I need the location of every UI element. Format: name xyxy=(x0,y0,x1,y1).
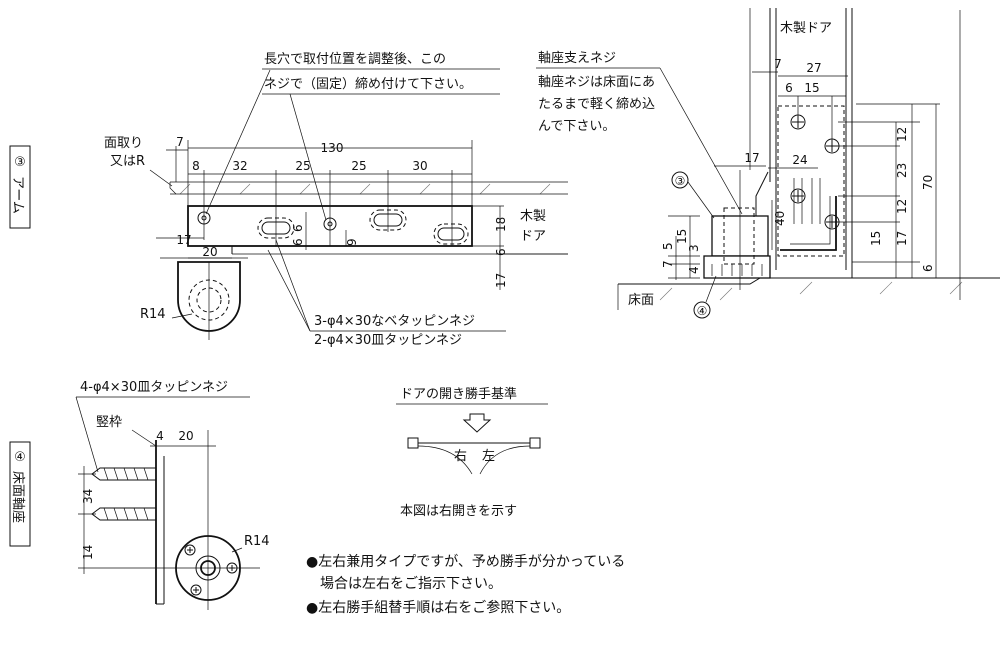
note-3: ●左右勝手組替手順は右をご参照下さい。 xyxy=(306,599,570,616)
note-2: 場合は左右をご指示下さい。 xyxy=(306,576,502,592)
dim-arm-6r: 6 xyxy=(494,248,508,256)
dim-side-24: 24 xyxy=(792,153,807,167)
dim-pivot-20: 20 xyxy=(178,429,193,443)
arm-screw-2: 2-φ4×30皿タッピンネジ xyxy=(314,333,462,348)
dim-side-v15: 15 xyxy=(869,231,883,246)
slot xyxy=(437,227,465,241)
dim-arm-32: 32 xyxy=(232,159,247,173)
arm-view: 130 7 8 32 25 25 30 17 20 6 6 9 18 6 17 … xyxy=(104,52,568,348)
floor-label: 床面 xyxy=(628,293,654,308)
dim-side-v23: 23 xyxy=(895,163,909,178)
dim-arm-9: 9 xyxy=(345,238,359,246)
dim-side-l15: 15 xyxy=(675,229,689,244)
support-screw-note-1: 軸座ネジは床面にあ xyxy=(538,75,655,90)
pivot-base xyxy=(703,255,771,279)
support-screw-title: 軸座支えネジ xyxy=(538,51,616,66)
pivot-radius: R14 xyxy=(244,534,270,549)
arm-radius: R14 xyxy=(140,307,166,322)
dim-arm-8: 8 xyxy=(192,159,200,173)
dim-side-l3: 3 xyxy=(687,244,701,252)
side-view: 7 27 6 15 17 24 40 12 23 12 17 15 70 6 xyxy=(536,8,1000,319)
door-hatch xyxy=(170,183,568,195)
dim-side-v6: 6 xyxy=(921,264,935,272)
dim-side-6: 6 xyxy=(785,81,793,95)
dim-side-7: 7 xyxy=(774,57,782,71)
dim-arm-17: 17 xyxy=(176,233,191,247)
hand-caption: 本図は右開きを示す xyxy=(400,504,517,519)
section-number-pivot: ④ xyxy=(14,450,26,465)
arrow-down-icon xyxy=(462,413,492,433)
door-hand-diagram: ドアの開き勝手基準 右 左 本図は右開きを示す xyxy=(396,386,548,519)
dim-side-l4: 4 xyxy=(687,266,701,274)
dim-arm-130: 130 xyxy=(321,141,344,155)
dim-arm-7: 7 xyxy=(176,135,184,149)
dim-arm-30: 30 xyxy=(412,159,427,173)
support-screw-note-2: たるまで軽く締め込 xyxy=(538,96,655,112)
section-label-arm: ③ アーム xyxy=(9,145,31,229)
pivot-view: 4 20 34 14 4-φ4×30皿タッピンネジ 竪枠 R14 xyxy=(75,380,270,610)
pivot-boss xyxy=(177,261,241,332)
dim-side-v12a: 12 xyxy=(895,127,909,142)
chamfer-label-2: 又はR xyxy=(110,154,145,169)
hand-title: ドアの開き勝手基準 xyxy=(400,386,517,402)
support-screw-note-3: んで下さい。 xyxy=(538,119,615,134)
dim-arm-6b: 6 xyxy=(291,238,305,246)
dim-pivot-4: 4 xyxy=(156,429,164,443)
dim-side-l5: 5 xyxy=(661,242,675,250)
frame-label: 竪枠 xyxy=(96,415,122,430)
dim-arm-18: 18 xyxy=(494,217,508,232)
slot-note-1: 長穴で取付位置を調整後、この xyxy=(264,52,446,67)
callout-3: ③ xyxy=(675,174,686,188)
dim-arm-6a: 6 xyxy=(291,224,305,232)
dim-side-17: 17 xyxy=(744,151,759,165)
hand-right: 右 xyxy=(454,449,467,464)
dim-side-40: 40 xyxy=(773,211,787,226)
callout-4-circle xyxy=(693,301,711,319)
dim-arm-25b: 25 xyxy=(351,159,366,173)
dim-side-v17: 17 xyxy=(895,231,909,246)
floor-hatch xyxy=(659,281,963,301)
dim-side-v70: 70 xyxy=(921,175,935,190)
pivot-base-hatch xyxy=(711,264,763,276)
arm-screw-1: 3-φ4×30なベタッピンネジ xyxy=(314,314,475,329)
callout-4: ④ xyxy=(697,304,708,318)
arm-wood-door-2: ドア xyxy=(520,229,546,244)
dim-side-v12b: 12 xyxy=(895,199,909,214)
pivot-screws xyxy=(91,467,157,521)
section-number-arm: ③ xyxy=(14,155,26,170)
hand-left: 左 xyxy=(482,449,495,464)
dim-pivot-34: 34 xyxy=(81,489,95,504)
callout-3-circle xyxy=(671,171,689,189)
notes: ●左右兼用タイプですが、予め勝手が分かっている 場合は左右をご指示下さい。 ●左… xyxy=(306,554,625,616)
arm-wood-door-1: 木製 xyxy=(520,209,546,224)
note-1: ●左右兼用タイプですが、予め勝手が分かっている xyxy=(306,554,625,570)
dim-side-l7: 7 xyxy=(661,260,675,268)
slot-note-2: ネジで（固定）締め付けて下さい。 xyxy=(264,76,472,92)
dim-side-27: 27 xyxy=(806,61,821,75)
dim-pivot-14: 14 xyxy=(81,545,95,560)
l-bracket xyxy=(780,196,837,251)
dim-arm-20: 20 xyxy=(202,245,217,259)
side-wood-door: 木製ドア xyxy=(780,21,832,36)
pivot-screw-label: 4-φ4×30皿タッピンネジ xyxy=(80,380,228,395)
dim-side-15: 15 xyxy=(804,81,819,95)
section-title-pivot: 床面軸座 xyxy=(10,471,25,523)
section-label-floor-pivot: ④ 床面軸座 xyxy=(9,441,31,547)
dim-arm-17r: 17 xyxy=(494,273,508,288)
dim-arm-25a: 25 xyxy=(295,159,310,173)
chamfer-label-1: 面取り xyxy=(104,136,143,151)
section-title-arm: アーム xyxy=(10,176,25,214)
